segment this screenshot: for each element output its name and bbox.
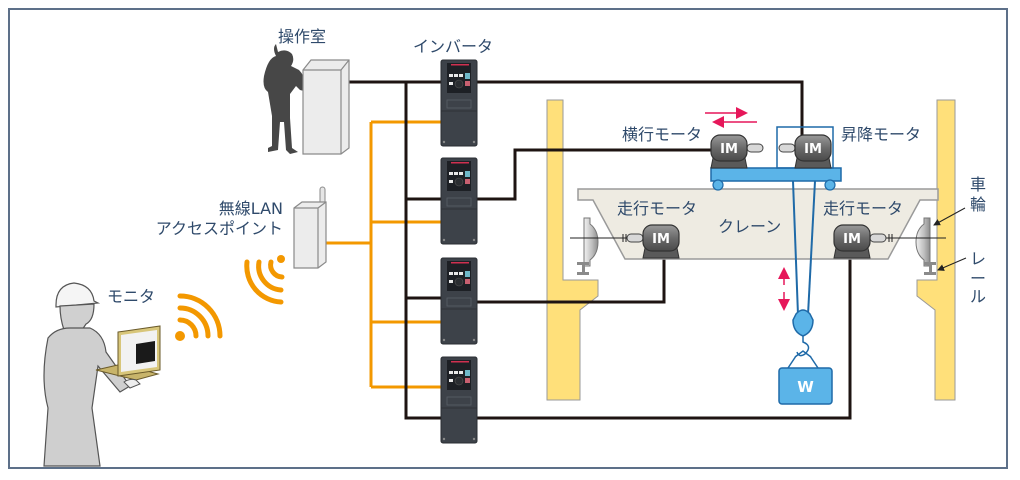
load-label: W: [797, 378, 814, 396]
inverter-3: [440, 257, 478, 345]
hoist-motor-im-label: IM: [804, 142, 822, 157]
operator-figure: [263, 44, 308, 154]
monitor-label: モニタ: [107, 287, 155, 306]
left-pillar: [546, 99, 599, 401]
right-wheel: [915, 217, 931, 267]
rail-label-line2: ー: [970, 269, 986, 288]
inverter-1: [440, 59, 478, 147]
network-wiring: [325, 120, 441, 389]
travel-motor-right: IM: [833, 224, 887, 259]
rail-label-line3: ル: [970, 287, 986, 306]
rail-label-line1: レ: [970, 249, 986, 268]
traverse-direction-arrows: [705, 107, 757, 128]
inverter-2: [440, 157, 478, 245]
right-rail: [924, 262, 936, 275]
wheel-label-line1: 車: [970, 175, 986, 194]
trolley: [710, 126, 842, 191]
right-pillar: [916, 99, 956, 401]
rail-leader-arrow: [937, 257, 967, 271]
travel-motor-right-im-label: IM: [843, 232, 861, 247]
control-room-label: 操作室: [278, 27, 326, 46]
wheel-leader-arrow: [933, 207, 966, 226]
access-point-wifi-icon: [244, 255, 285, 305]
traverse-motor: IM: [710, 134, 764, 169]
signal-wiring: [347, 80, 852, 420]
hoist-motor: IM: [778, 134, 832, 169]
travel-motor-left: IM: [626, 224, 680, 259]
engineer-with-laptop: [43, 282, 161, 467]
inverter-label: インバータ: [413, 37, 493, 56]
wireless-access-point: [293, 186, 327, 269]
wireless-lan-label-line2: アクセスポイント: [156, 219, 283, 238]
left-wheel: [583, 217, 599, 267]
wheel-label-line2: 輪: [970, 195, 986, 214]
motor-group: IM IM IM IM: [626, 134, 887, 259]
monitor-wifi-icon: [175, 293, 223, 341]
hook-block: [787, 309, 819, 369]
crane-label: クレーン: [718, 217, 781, 236]
left-rail: [577, 262, 589, 275]
traverse-motor-im-label: IM: [720, 142, 738, 157]
load-weight: W: [778, 367, 833, 405]
travel-motor-right-label: 走行モータ: [823, 199, 903, 218]
inverter-4: [440, 356, 478, 444]
control-cabinet: [302, 59, 350, 155]
traverse-motor-label: 横行モータ: [622, 125, 702, 144]
hoist-ropes: [792, 180, 816, 316]
wireless-lan-label-line1: 無線LAN: [219, 199, 283, 218]
hoist-motor-label: 昇降モータ: [841, 125, 921, 144]
inverter-group: [440, 59, 478, 444]
travel-motor-left-im-label: IM: [652, 232, 670, 247]
travel-motor-left-label: 走行モータ: [617, 199, 697, 218]
